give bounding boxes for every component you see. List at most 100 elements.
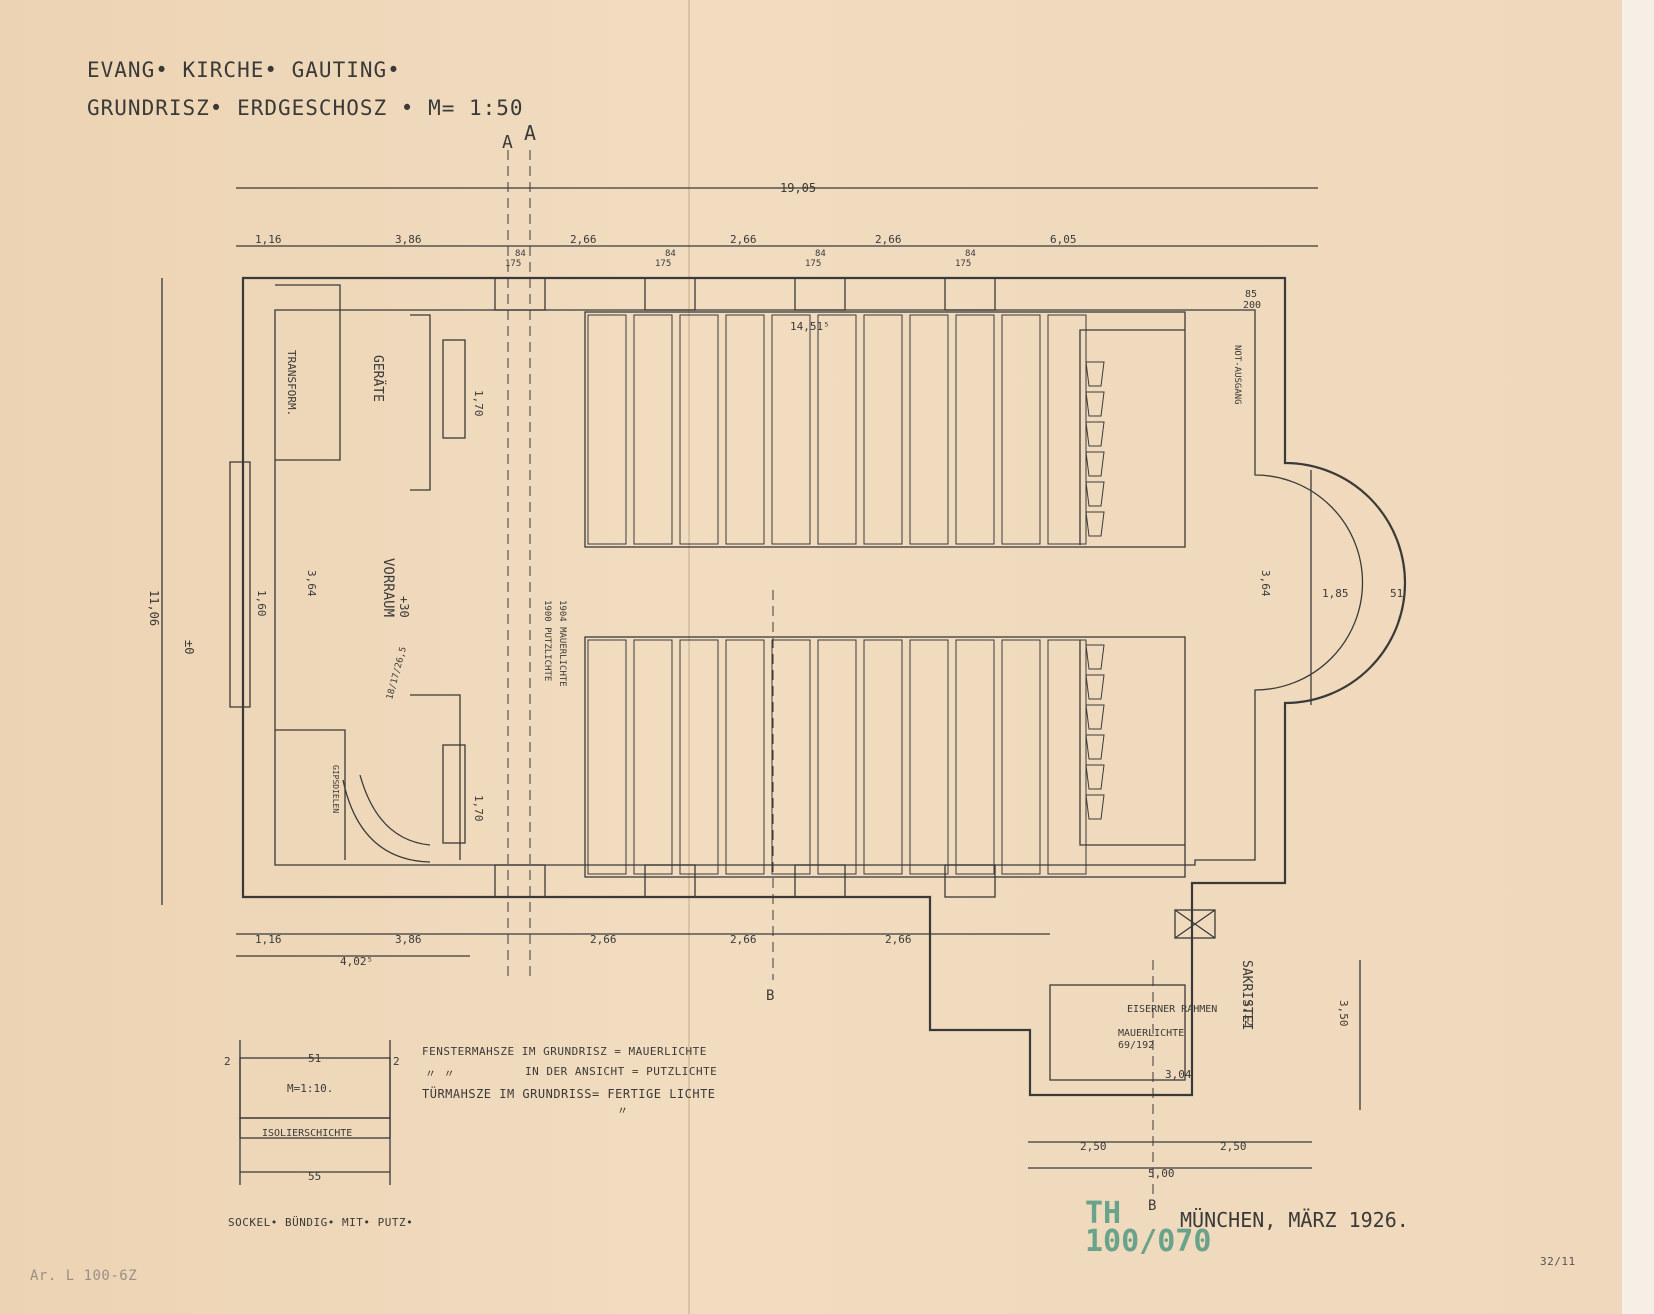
dim-window-label-2: 175	[805, 259, 821, 269]
detail-top: 51	[308, 1052, 321, 1065]
dim-apse-radius: 1,85	[1322, 587, 1349, 600]
chair	[1085, 421, 1105, 447]
pew	[679, 314, 719, 545]
dim-mauerlichte: 1904 MAUERLICHTE	[557, 600, 567, 687]
dim-window-width-2: 84	[815, 249, 826, 259]
dim-door-height: 200	[1243, 300, 1261, 311]
title-line-2: GRUNDRISZ• ERDGESCHOSZ • M= 1:50	[87, 96, 524, 120]
dim-window-width-3: 84	[965, 249, 976, 259]
chair	[1085, 674, 1105, 700]
pew	[725, 314, 765, 545]
pew	[633, 639, 673, 875]
section-mark-a-left: A	[502, 132, 513, 153]
dim-vorraum-width: 3,64	[305, 570, 318, 597]
dim-overall-width: 11,06	[147, 590, 161, 626]
room-vorraum-level: +30	[397, 596, 411, 618]
dim-top-4: 2,66	[875, 233, 902, 246]
room-vorraum: VORRAUM	[380, 558, 396, 617]
section-mark-a-right: A	[524, 121, 536, 145]
dim-window-width-1: 84	[665, 249, 676, 259]
pew	[587, 639, 627, 875]
dim-bottom-3: 2,66	[730, 933, 757, 946]
detail-side-left: 2	[224, 1055, 231, 1068]
dim-sakristei-wall: 3,04	[1165, 1068, 1192, 1081]
dim-sakristei-depth: 3,50	[1337, 1000, 1350, 1027]
dim-bottom-4: 2,66	[885, 933, 912, 946]
pew	[725, 639, 765, 875]
room-sakristei: SAKRISTEI	[1239, 960, 1254, 1030]
label-stair: 18/17/26,5	[385, 646, 409, 701]
dim-bottom-1: 3,86	[395, 933, 422, 946]
dim-top-2: 2,66	[570, 233, 597, 246]
dim-window-height-bottom: 1,70	[472, 795, 485, 822]
dim-putzlichte: 1900 PUTZLICHTE	[542, 600, 552, 681]
pew	[1001, 314, 1041, 545]
paper-fold	[688, 0, 690, 1314]
detail-side-right: 2	[393, 1055, 400, 1068]
dim-apse-wall: 51	[1390, 587, 1403, 600]
dim-bottom-sub: 4,02⁵	[340, 955, 373, 968]
chair	[1085, 764, 1105, 790]
chair	[1085, 644, 1105, 670]
pew	[817, 314, 857, 545]
chair	[1085, 391, 1105, 417]
dim-bottom-0: 1,16	[255, 933, 282, 946]
dim-top-3: 2,66	[730, 233, 757, 246]
label-rahmen-dims: 69/192	[1118, 1040, 1154, 1051]
dim-door-width: 85	[1245, 289, 1257, 300]
pew	[955, 639, 995, 875]
dim-top-1: 3,86	[395, 233, 422, 246]
pew	[909, 314, 949, 545]
pew	[1047, 639, 1087, 875]
dim-overall-length: 19,05	[780, 181, 816, 195]
chair	[1085, 451, 1105, 477]
label-gipsdielen: GIPSDIELEN	[331, 765, 340, 813]
chair	[1085, 794, 1105, 820]
pew	[679, 639, 719, 875]
archive-stamp: TH 100/070	[1085, 1199, 1212, 1259]
section-mark-b-bottom: B	[1148, 1198, 1156, 1214]
detail-bottom: 55	[308, 1170, 321, 1183]
pew	[1047, 314, 1087, 545]
note-ditto-3: 〃	[617, 1104, 629, 1117]
note-line-3: TÜRMAHSZE IM GRUNDRISS= FERTIGE LICHTE	[422, 1087, 716, 1101]
detail-isolation: ISOLIERSCHICHTE	[262, 1128, 352, 1139]
note-ditto: 〃 〃	[425, 1067, 456, 1080]
pew	[955, 314, 995, 545]
dim-top-5: 6,05	[1050, 233, 1077, 246]
archive-pencil-note: Ar. L 100-6Z	[30, 1268, 138, 1284]
chair	[1085, 481, 1105, 507]
stamp-line-2: 100/070	[1085, 1224, 1212, 1259]
dim-nave-inner: 14,51⁵	[790, 320, 830, 333]
title-line-1: EVANG• KIRCHE• GAUTING•	[87, 58, 401, 82]
dim-sakristei-half-left: 2,50	[1080, 1140, 1107, 1153]
room-notausgang: NOT-AUSGANG	[1232, 345, 1242, 405]
room-geraete: GERÄTE	[370, 355, 386, 402]
pew	[771, 314, 811, 545]
dim-window-label-0: 175	[505, 259, 521, 269]
dim-top-0: 1,16	[255, 233, 282, 246]
place-date: MÜNCHEN, MÄRZ 1926.	[1180, 1208, 1409, 1232]
pew	[863, 639, 903, 875]
pew	[909, 639, 949, 875]
detail-scale: M=1:10.	[287, 1082, 333, 1095]
chair	[1085, 511, 1105, 537]
dim-sakristei-width: 5,00	[1148, 1167, 1175, 1180]
dim-bottom-2: 2,66	[590, 933, 617, 946]
chair	[1085, 704, 1105, 730]
pew	[771, 639, 811, 875]
dim-sakristei-half-right: 2,50	[1220, 1140, 1247, 1153]
dim-vorraum-door: 1,60	[255, 590, 268, 617]
room-transform: TRANSFORM.	[285, 350, 298, 416]
pew	[1001, 639, 1041, 875]
note-line-2: IN DER ANSICHT = PUTZLICHTE	[525, 1065, 718, 1078]
pew	[633, 314, 673, 545]
dim-window-height-top: 1,70	[472, 390, 485, 417]
dim-window-label-1: 175	[655, 259, 671, 269]
chair	[1085, 734, 1105, 760]
level-zero: ±0	[182, 640, 196, 654]
note-line-1: FENSTERMAHSZE IM GRUNDRISZ = MAUERLICHTE	[422, 1045, 707, 1058]
section-mark-b-top: B	[766, 988, 774, 1004]
